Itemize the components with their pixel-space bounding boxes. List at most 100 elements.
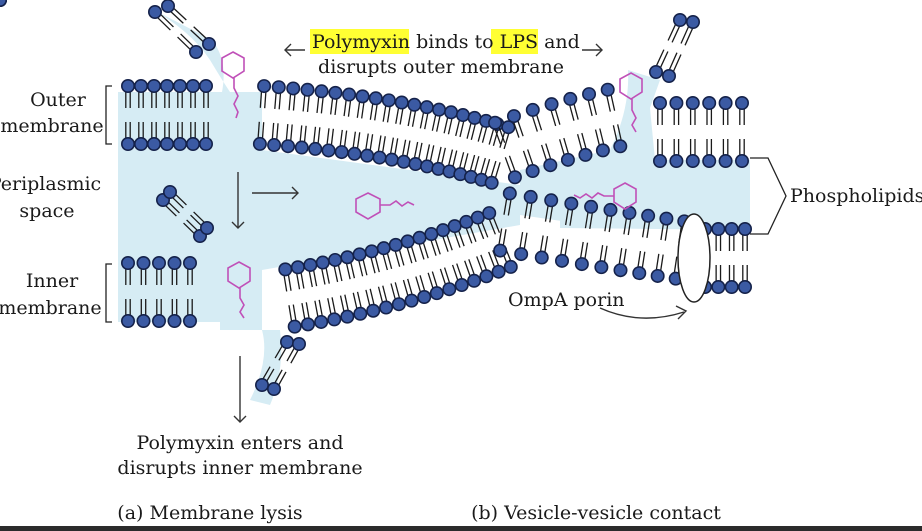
- lipid-head: [281, 139, 296, 154]
- lipid-head: [379, 300, 394, 315]
- lipid: [451, 263, 469, 293]
- label-inner-line1: Inner: [26, 270, 79, 292]
- lipid-head: [121, 255, 136, 270]
- ompa-porin-shape: [677, 213, 711, 303]
- lipid: [355, 89, 370, 119]
- lipid: [702, 139, 717, 169]
- lipid-head: [734, 96, 749, 111]
- lipid-head: [659, 211, 674, 226]
- lipid-head: [202, 36, 217, 51]
- lipid-head: [407, 97, 422, 112]
- lipid: [290, 260, 305, 290]
- lipid-head: [404, 293, 419, 308]
- lipid: [667, 13, 687, 43]
- lipid-head: [650, 268, 665, 283]
- lipid: [365, 288, 381, 318]
- lipid-head: [163, 185, 178, 200]
- arrow-top-left: [284, 43, 305, 57]
- outer-membrane-top-curve: [252, 79, 516, 190]
- lipid: [711, 265, 726, 294]
- lipid: [376, 241, 393, 271]
- detached-pair-periplasm-1: [156, 193, 208, 244]
- lipid-head: [564, 196, 579, 211]
- lipid: [415, 275, 432, 305]
- bracket-phospholipids: [750, 157, 787, 235]
- lipid-head: [400, 234, 415, 249]
- lipid-head: [408, 157, 423, 172]
- lipid-head: [454, 278, 469, 293]
- lipid-head: [584, 199, 599, 214]
- lipid-head: [507, 170, 522, 185]
- right-outer-block: [652, 96, 749, 169]
- lipid: [347, 131, 362, 161]
- lipid-head: [417, 290, 432, 305]
- lipid-head: [134, 137, 149, 152]
- lipid-head: [352, 247, 367, 262]
- lipid-head: [291, 336, 306, 351]
- lipid-head: [685, 15, 700, 29]
- polymyxin-molecule-4: [619, 72, 643, 133]
- lipid-head: [420, 159, 435, 174]
- lipid-head: [632, 266, 647, 281]
- lipid-head: [314, 314, 329, 329]
- lipid: [484, 160, 501, 190]
- lipid: [661, 52, 682, 84]
- lipid: [506, 109, 524, 138]
- lipid: [514, 231, 529, 262]
- lipid: [576, 132, 593, 162]
- lipid-head: [734, 154, 749, 169]
- lipid-head: [314, 84, 329, 99]
- bottom-bar: [0, 526, 922, 531]
- label-outer-line2: membrane: [0, 115, 103, 137]
- lipid: [177, 33, 204, 59]
- lipid-head: [502, 186, 517, 201]
- lipid-head: [424, 227, 439, 242]
- lipid: [183, 299, 198, 328]
- lipid-head: [603, 202, 618, 217]
- lipid: [504, 155, 522, 185]
- lipid: [622, 205, 637, 236]
- lipid: [163, 185, 187, 209]
- outer-membrane-left: [121, 79, 214, 152]
- lipid-head: [266, 381, 281, 396]
- lipid-head: [199, 137, 214, 152]
- highlight-lps: [491, 29, 538, 54]
- lipid-head: [442, 282, 457, 297]
- lipid-head: [506, 109, 521, 124]
- lipid: [252, 121, 267, 151]
- lipid-head: [718, 154, 733, 169]
- lipid-head: [501, 120, 516, 135]
- lipid: [466, 110, 482, 140]
- lipid: [328, 252, 343, 283]
- arrow-periplasm-down: [231, 172, 245, 229]
- lipid-head: [257, 79, 272, 94]
- lipid: [680, 15, 700, 46]
- lipid-head: [429, 286, 444, 301]
- lipid: [632, 250, 647, 281]
- polymyxin-molecule-3: [227, 261, 251, 319]
- lipid-head: [334, 145, 349, 160]
- label-bottom-line1: Polymyxin enters and: [136, 432, 343, 454]
- lipid-head: [147, 79, 162, 94]
- lipid-head: [279, 334, 294, 349]
- lipid: [711, 222, 726, 251]
- lipid: [455, 108, 470, 138]
- arrow-periplasm-right: [252, 186, 299, 200]
- vesicle-upper-right: [488, 82, 628, 185]
- lipid: [502, 186, 517, 216]
- lipid-head: [381, 93, 396, 108]
- lipid-head: [255, 377, 270, 392]
- lipid-head: [355, 89, 370, 104]
- lipid-head: [300, 82, 315, 97]
- lipid: [121, 299, 136, 328]
- label-periplasmic-line1: Periplasmic: [0, 173, 101, 195]
- lipid-head: [595, 143, 610, 158]
- lipid-head: [525, 102, 540, 117]
- lipid: [523, 189, 538, 220]
- lipid: [134, 122, 149, 152]
- lipid-head: [711, 279, 726, 294]
- lipid-head: [321, 143, 336, 158]
- lipid: [650, 253, 665, 283]
- detached-pair-top-right-1: [648, 13, 687, 80]
- lipid: [255, 366, 275, 392]
